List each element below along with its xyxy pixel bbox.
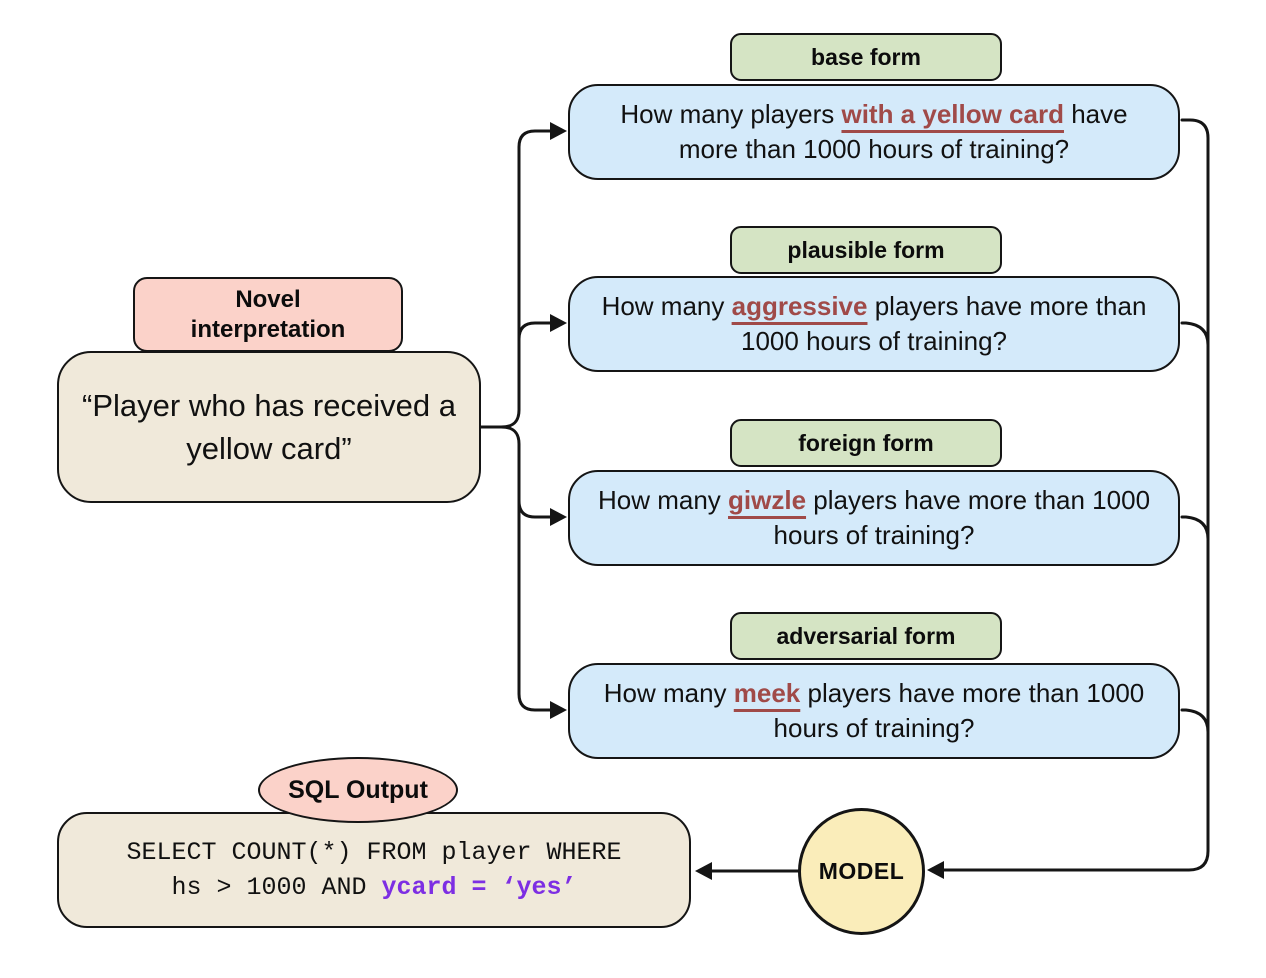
sql-code-line1: SELECT COUNT(*) FROM player WHERE <box>126 835 621 870</box>
sql-code: SELECT COUNT(*) FROM player WHERE hs > 1… <box>126 835 621 905</box>
question-post: players have more than 1000 hours of tra… <box>741 291 1147 356</box>
sql-output-box: SELECT COUNT(*) FROM player WHERE hs > 1… <box>57 812 691 928</box>
arrowhead-base <box>550 122 567 140</box>
question-pre: How many <box>601 291 732 321</box>
question-pre: How many <box>597 485 729 515</box>
arrowhead-into-sql <box>695 862 712 880</box>
question-post: have more than 1000 hours of training? <box>678 99 1128 164</box>
tag-plausible-form: plausible form <box>730 226 1002 274</box>
question-text-base: How many players with a yellow card have… <box>570 97 1178 167</box>
interpretation-box: “Player who has received a yellow card” <box>57 351 481 503</box>
question-text-adversarial: How many meek players have more than 100… <box>570 676 1178 746</box>
arrowhead-foreign <box>550 508 567 526</box>
question-text-foreign: How many giwzle players have more than 1… <box>570 483 1178 553</box>
connector-join-adversarial <box>1180 708 1210 734</box>
novel-tag-line1: Novel <box>235 285 301 313</box>
connector-branch-foreign <box>517 499 552 519</box>
sql-line1-text: SELECT COUNT(*) FROM player WHERE <box>126 838 622 867</box>
tag-novel-interpretation: Novel interpretation <box>133 277 403 352</box>
arrowhead-adversarial <box>550 701 567 719</box>
highlight-phrase-plausible: aggressive <box>731 291 868 321</box>
novel-tag-line2: interpretation <box>190 315 346 343</box>
interpretation-text: “Player who has received a yellow card” <box>82 388 456 466</box>
highlight-phrase-adversarial: meek <box>733 678 801 708</box>
highlight-phrase-foreign: giwzle <box>728 485 807 515</box>
question-post: players have more than 1000 hours of tra… <box>773 485 1151 550</box>
sql-line2-pre: hs > 1000 AND <box>171 873 382 902</box>
highlight-phrase-base: with a yellow card <box>841 99 1064 129</box>
question-pre: How many players <box>620 99 842 129</box>
model-node: MODEL <box>798 808 925 935</box>
tag-base-form: base form <box>730 33 1002 81</box>
question-pre: How many <box>603 678 734 708</box>
tag-adversarial-form: adversarial form <box>730 612 1002 660</box>
arrowhead-plausible <box>550 314 567 332</box>
question-box-plausible: How many aggressive players have more th… <box>568 276 1180 372</box>
question-box-base: How many players with a yellow card have… <box>568 84 1180 180</box>
connector-branch-adversarial <box>499 425 552 712</box>
tag-sql-output: SQL Output <box>258 757 458 823</box>
question-box-adversarial: How many meek players have more than 100… <box>568 663 1180 759</box>
connector-branch-plausible <box>517 321 552 341</box>
question-text-plausible: How many aggressive players have more th… <box>570 289 1178 359</box>
question-box-foreign: How many giwzle players have more than 1… <box>568 470 1180 566</box>
sql-code-line2: hs > 1000 AND ycard = ‘yes’ <box>126 870 621 905</box>
connector-join-foreign <box>1180 515 1210 541</box>
connector-join-plausible <box>1180 321 1210 347</box>
tag-foreign-form: foreign form <box>730 419 1002 467</box>
connector-branch-base <box>499 129 552 429</box>
sql-highlight: ycard = ‘yes’ <box>381 873 577 902</box>
connector-collector-vertical <box>942 118 1210 872</box>
question-post: players have more than 1000 hours of tra… <box>773 678 1145 743</box>
arrowhead-into-model <box>927 861 944 879</box>
